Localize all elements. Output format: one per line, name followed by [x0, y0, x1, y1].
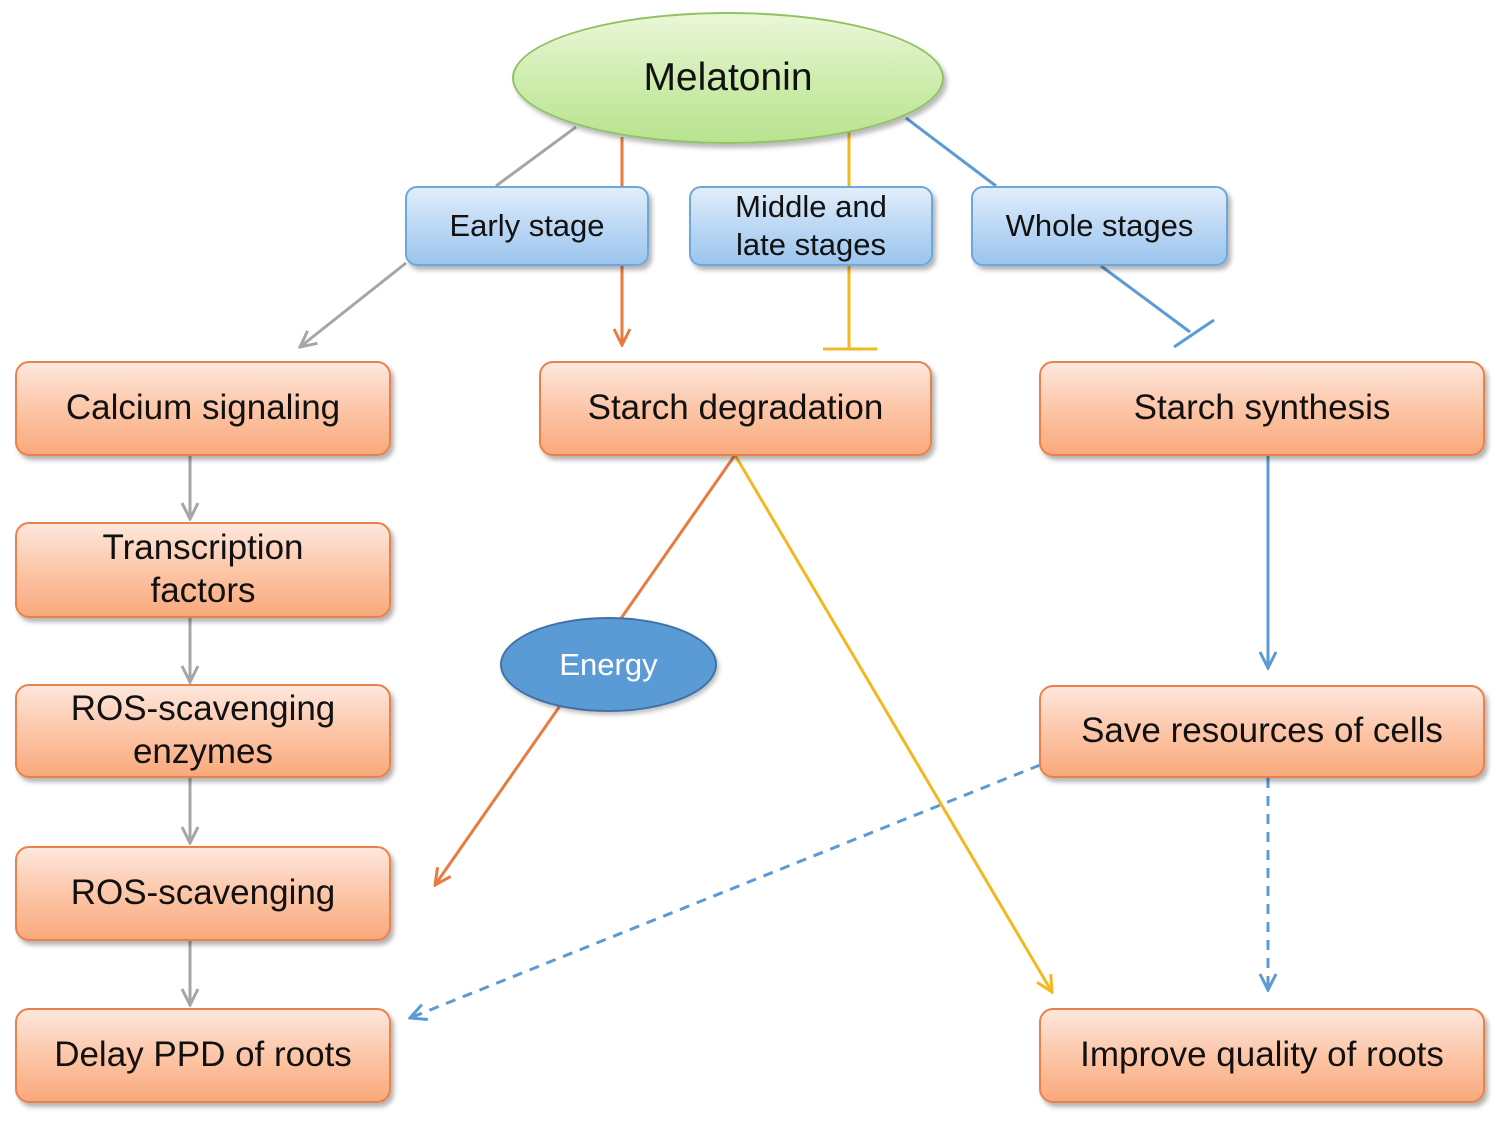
- melatonin-node: Melatonin: [512, 12, 944, 144]
- whole-stages-label: Whole stages: [1005, 208, 1194, 244]
- ros-scavenging-enzymes-node: ROS-scavenging enzymes: [15, 684, 391, 778]
- inhibit-whole-to-starch-synthesis: [1100, 264, 1191, 334]
- dashed-arrow-save-to-delay-ppd: [410, 763, 1041, 1018]
- ros-scavenging-enzymes-label: ROS-scavenging enzymes: [70, 689, 336, 771]
- energy-label: Energy: [559, 646, 658, 682]
- starch-synthesis-node: Starch synthesis: [1039, 361, 1485, 456]
- improve-quality-node: Improve quality of roots: [1039, 1008, 1485, 1103]
- starch-degradation-node: Starch degradation: [539, 361, 932, 456]
- whole-stages-node: Whole stages: [971, 186, 1228, 266]
- arrow-degradation-to-improve-quality: [733, 454, 1052, 992]
- ros-scavenging-label: ROS-scavenging: [70, 873, 336, 913]
- arrow-early-to-calcium: [300, 261, 407, 347]
- calcium-signaling-label: Calcium signaling: [65, 388, 341, 428]
- ros-scavenging-node: ROS-scavenging: [15, 846, 391, 941]
- edge-melatonin-whole-blue: [905, 116, 997, 188]
- starch-degradation-label: Starch degradation: [587, 388, 884, 428]
- improve-quality-label: Improve quality of roots: [1080, 1035, 1444, 1075]
- transcription-factors-label: Transcription factors: [102, 528, 304, 610]
- starch-synthesis-label: Starch synthesis: [1133, 388, 1391, 428]
- early-stage-node: Early stage: [405, 186, 649, 266]
- middle-late-stages-label: Middle and late stages: [735, 189, 887, 262]
- delay-ppd-label: Delay PPD of roots: [54, 1035, 352, 1075]
- early-stage-label: Early stage: [449, 208, 605, 244]
- save-resources-node: Save resources of cells: [1039, 685, 1485, 778]
- melatonin-label: Melatonin: [643, 56, 813, 100]
- inhibit-bar-blue: [1173, 318, 1215, 349]
- energy-node: Energy: [500, 617, 717, 712]
- transcription-factors-node: Transcription factors: [15, 522, 391, 618]
- delay-ppd-node: Delay PPD of roots: [15, 1008, 391, 1103]
- calcium-signaling-node: Calcium signaling: [15, 361, 391, 456]
- save-resources-label: Save resources of cells: [1081, 711, 1443, 751]
- middle-late-stages-node: Middle and late stages: [689, 186, 933, 266]
- edge-melatonin-early-gray: [495, 125, 577, 188]
